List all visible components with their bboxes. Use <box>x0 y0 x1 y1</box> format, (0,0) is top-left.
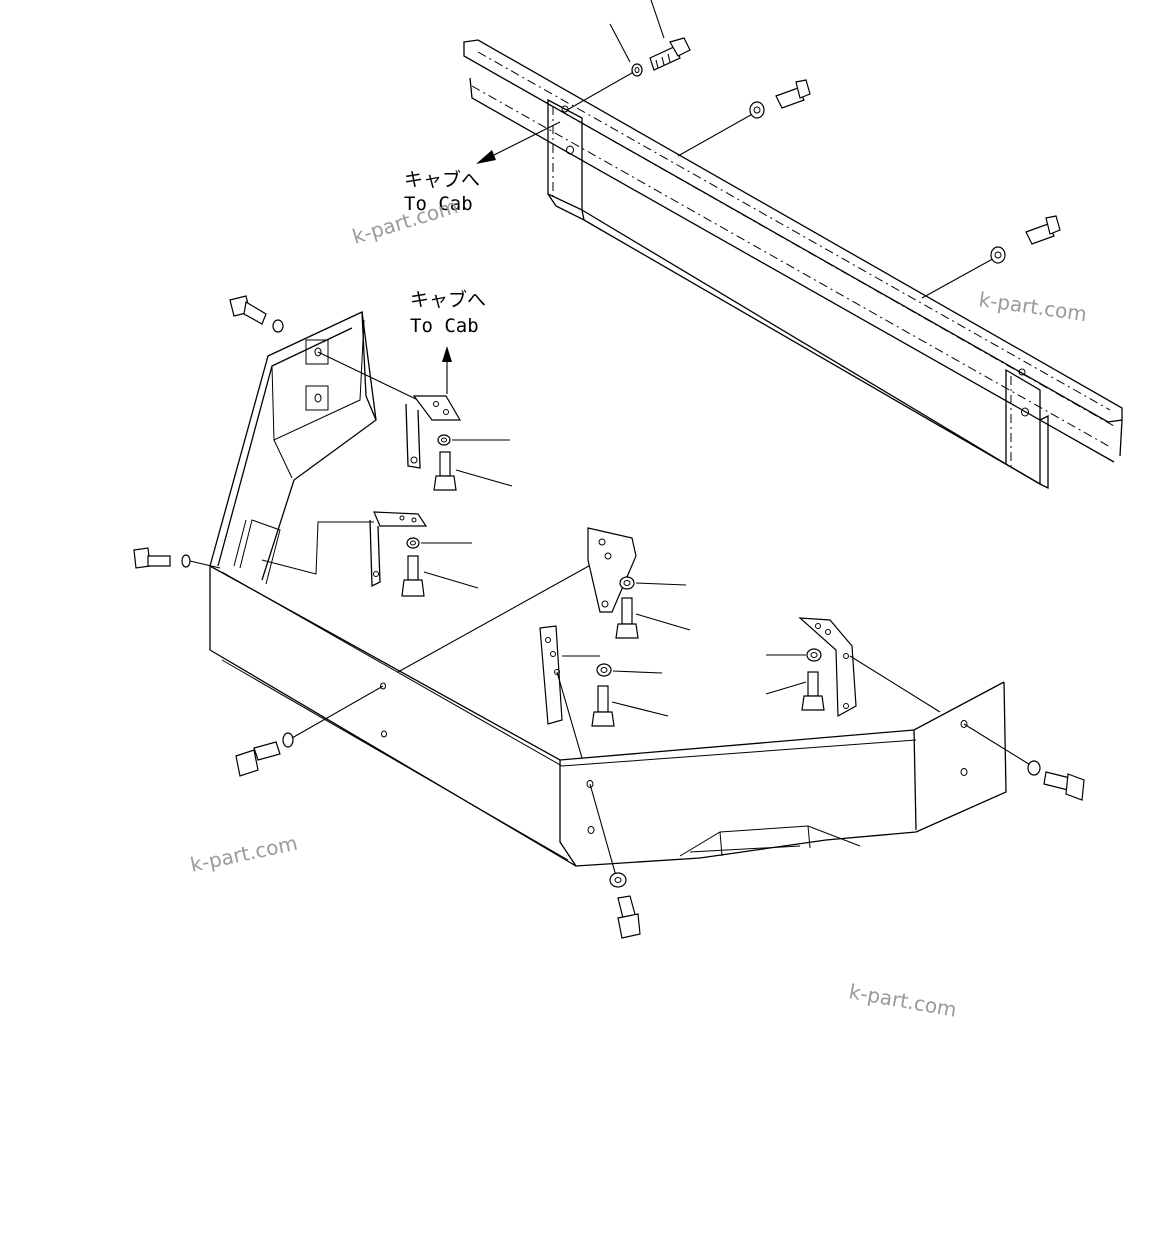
washer-icon <box>631 63 643 77</box>
washer-icon <box>406 537 420 549</box>
bolt-icon <box>407 555 419 581</box>
washer-icon <box>437 434 451 446</box>
beam-bolt-upper <box>677 79 811 157</box>
cab-label-mid: キャブへ To Cab <box>410 288 486 337</box>
bracket-upper <box>317 351 513 491</box>
cab-arrow-top <box>476 121 561 164</box>
bolt-icon <box>235 749 259 777</box>
cab-label-top-en: To Cab <box>404 193 473 215</box>
bolt-icon <box>1065 773 1085 801</box>
cab-label-mid-en: To Cab <box>410 315 479 337</box>
lower-guard <box>209 311 1007 867</box>
cab-arrow-mid <box>442 346 452 394</box>
washer-icon <box>609 872 627 888</box>
washer-icon <box>282 732 294 748</box>
watermark-3: k-part.com <box>188 831 300 877</box>
bracket-second <box>261 511 479 597</box>
washer-icon <box>596 663 612 677</box>
watermark-2: k-part.com <box>977 287 1088 326</box>
watermark-4: k-part.com <box>847 979 958 1022</box>
bracket-lower-left <box>539 625 669 759</box>
bolt-bottom <box>589 783 641 939</box>
spacer-icon <box>749 101 765 119</box>
washer-icon <box>272 319 284 333</box>
bolt-icon <box>807 671 819 697</box>
washer-icon <box>1027 760 1041 776</box>
bolt-icon <box>621 597 633 625</box>
bolt-right-end <box>963 723 1085 801</box>
washer-icon <box>619 576 635 590</box>
bolt-icon <box>597 685 609 713</box>
top-bolt-group <box>566 0 691 111</box>
bolt-lower-left <box>235 685 384 777</box>
bolt-upper-left <box>229 295 284 333</box>
bolt-mid-left <box>133 547 221 569</box>
cab-label-mid-jp: キャブへ <box>410 288 486 311</box>
upper-cross-beam <box>463 39 1123 490</box>
washer-icon <box>181 554 191 568</box>
washer-icon <box>806 648 822 662</box>
bolt-icon <box>649 37 691 71</box>
cab-label-top: キャブへ To Cab <box>404 168 480 215</box>
spacer-icon <box>990 246 1006 264</box>
cab-label-top-jp: キャブへ <box>404 168 480 191</box>
bolt-icon <box>439 451 451 477</box>
bracket-right <box>765 617 941 718</box>
beam-bolt-lower <box>921 215 1061 299</box>
bracket-center <box>397 527 691 673</box>
bolt-icon <box>617 913 641 939</box>
